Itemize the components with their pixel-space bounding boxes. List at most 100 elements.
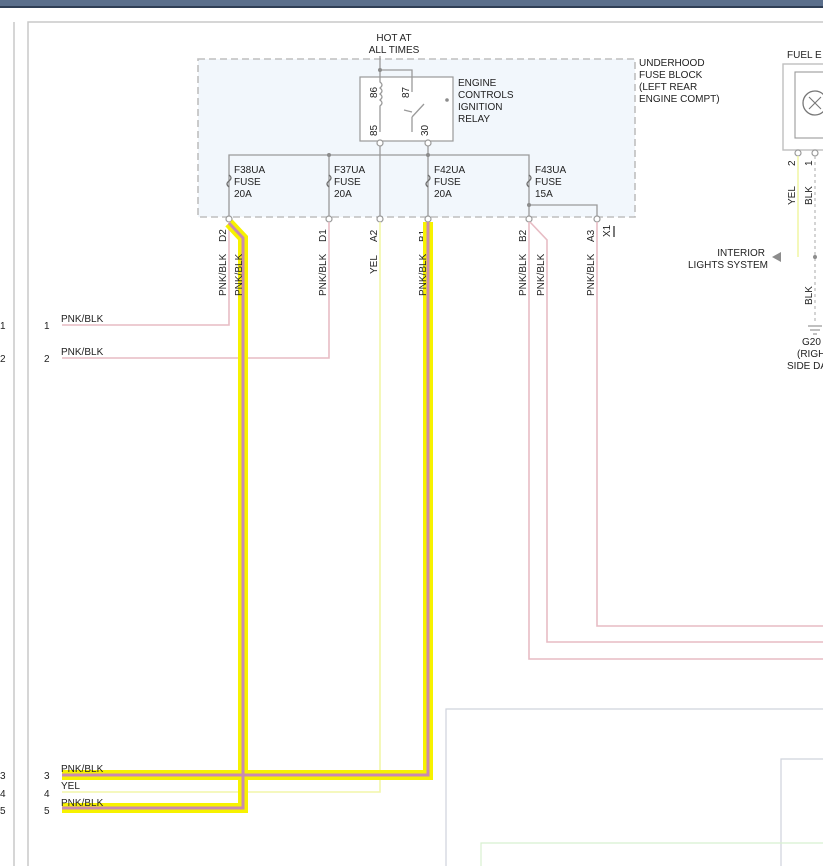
- terminal-a2: [376, 215, 384, 223]
- fuel-component-lamp-cross: [808, 96, 822, 110]
- highlight-glow-d2-pin5: [62, 219, 248, 813]
- relay-switch: [403, 77, 425, 132]
- wire-a2-pin4: [62, 222, 381, 793]
- fuel-pin-2: 2: [787, 160, 798, 166]
- left-pin-outer-2: 2: [0, 354, 6, 365]
- fuse-f43ua-icon: [526, 174, 532, 188]
- left-pin-outer-5: 5: [0, 806, 6, 817]
- fuel-wire-color-yel: YEL: [787, 186, 798, 205]
- connector-a3: A3: [586, 229, 597, 242]
- fuse-f42ua-label-2: FUSE: [434, 177, 461, 188]
- terminal-d1: [325, 215, 333, 223]
- fuel-component-label: FUEL E: [787, 50, 822, 61]
- wire-b2-left: [528, 222, 823, 660]
- relay-label-line2: CONTROLS: [458, 90, 514, 101]
- connector-d1: D1: [318, 229, 329, 242]
- wire-color-d2-left: PNK/BLK: [218, 253, 229, 296]
- wire-color-d1: PNK/BLK: [318, 253, 329, 296]
- fuel-terminal-1: [811, 149, 819, 157]
- relay-pin-30: 30: [420, 124, 431, 136]
- fuse-f42ua-label-3: 20A: [434, 189, 452, 200]
- hot-label-line2: ALL TIMES: [369, 45, 420, 56]
- wire-b2-right: [529, 221, 823, 643]
- relay-terminal-85: [376, 139, 384, 147]
- bus-junction-2: [426, 153, 430, 157]
- fuse-f42ua-label-1: F42UA: [434, 165, 465, 176]
- fuse-f37ua-label-3: 20A: [334, 189, 352, 200]
- left-pin-inner-4: 4: [44, 789, 50, 800]
- interior-lights-arrow-icon[interactable]: [772, 252, 781, 262]
- relay-pin-85: 85: [369, 124, 380, 136]
- highlighted-wire-b1-pin3[interactable]: [62, 222, 430, 777]
- left-pin-inner-2: 2: [44, 354, 50, 365]
- connector-d2: D2: [218, 229, 229, 242]
- fuse-f38ua-label-2: FUSE: [234, 177, 261, 188]
- wire-color-a2: YEL: [369, 255, 380, 274]
- fuse-f37ua-label-1: F37UA: [334, 165, 365, 176]
- relay-pin-87: 87: [401, 86, 412, 98]
- relay-coil: [378, 70, 383, 132]
- wire-d1-pin2: [62, 222, 330, 359]
- wire-color-b2-left: PNK/BLK: [518, 253, 529, 296]
- window-top-bar: [0, 0, 823, 6]
- fuse-block-label-line2: FUSE BLOCK: [639, 70, 703, 81]
- ground-wire-color: BLK: [804, 286, 815, 305]
- lower-green-box: [480, 842, 823, 866]
- relay-pin-86: 86: [369, 86, 380, 98]
- terminal-b2: [525, 215, 533, 223]
- fuel-component-lamp-icon: [802, 90, 823, 116]
- bus-junction-1: [327, 153, 331, 157]
- lower-right-box: [780, 758, 823, 866]
- left-pin-inner-5: 5: [44, 806, 50, 817]
- wire-d2-pin1: [62, 222, 230, 326]
- wire-color-b1: PNK/BLK: [418, 253, 429, 296]
- ground-label-line2: (RIGH: [797, 349, 823, 360]
- fuel-wire-color-blk: BLK: [804, 186, 815, 205]
- highlighted-wire-d2-pin5[interactable]: [62, 221, 245, 810]
- lower-component-box: [445, 708, 823, 866]
- bus-junction-3: [527, 203, 531, 207]
- left-pin-wire-5: PNK/BLK: [61, 798, 104, 809]
- fuel-terminal-2: [794, 149, 802, 157]
- fuse-f38ua-label-3: 20A: [234, 189, 252, 200]
- relay-terminal-30: [424, 139, 432, 147]
- fuel-component-box[interactable]: [782, 63, 823, 151]
- relay-switch-dot: [445, 98, 449, 102]
- left-pin-inner-3: 3: [44, 771, 50, 782]
- feed-junction: [378, 68, 382, 72]
- connector-x1: X1: [602, 224, 613, 237]
- interior-lights-line2: LIGHTS SYSTEM: [688, 260, 768, 271]
- relay-feed-bridge: [380, 69, 413, 77]
- left-pin-wire-4: YEL: [61, 781, 80, 792]
- left-pin-wire-2: PNK/BLK: [61, 347, 104, 358]
- ground-label-line1: G20: [802, 337, 821, 348]
- wire-color-a3: PNK/BLK: [586, 253, 597, 296]
- fuse-f37ua-icon: [326, 174, 332, 188]
- ground-label-line3: SIDE DA: [787, 361, 823, 372]
- connector-b2: B2: [518, 229, 529, 242]
- fuse-f38ua-icon: [226, 174, 232, 188]
- wire-color-b2-right: PNK/BLK: [536, 253, 547, 296]
- left-pin-wire-1: PNK/BLK: [61, 314, 104, 325]
- relay-label-line3: IGNITION: [458, 102, 502, 113]
- f43-branch: [529, 204, 598, 217]
- fuse-block-label-line1: UNDERHOOD: [639, 58, 705, 69]
- left-pin-outer-4: 4: [0, 789, 6, 800]
- fuse-block-label-line4: ENGINE COMPT): [639, 94, 720, 105]
- terminal-b1: [424, 215, 432, 223]
- left-pin-outer-1: 1: [0, 321, 6, 332]
- fuel-pin-1: 1: [804, 160, 815, 166]
- terminal-a3: [593, 215, 601, 223]
- left-pin-wire-3: PNK/BLK: [61, 764, 104, 775]
- fuse-bus-bar: [228, 154, 530, 217]
- fuse-f43ua-label-2: FUSE: [535, 177, 562, 188]
- fuel-splice: [813, 255, 817, 259]
- ignition-relay[interactable]: [359, 76, 454, 142]
- relay-label-line4: RELAY: [458, 114, 490, 125]
- diagram-frame: [27, 21, 823, 866]
- fuse-f43ua-label-1: F43UA: [535, 165, 566, 176]
- hot-label-line1: HOT AT: [376, 33, 411, 44]
- window-top-border: [0, 6, 823, 8]
- fuse-f38ua-label-1: F38UA: [234, 165, 265, 176]
